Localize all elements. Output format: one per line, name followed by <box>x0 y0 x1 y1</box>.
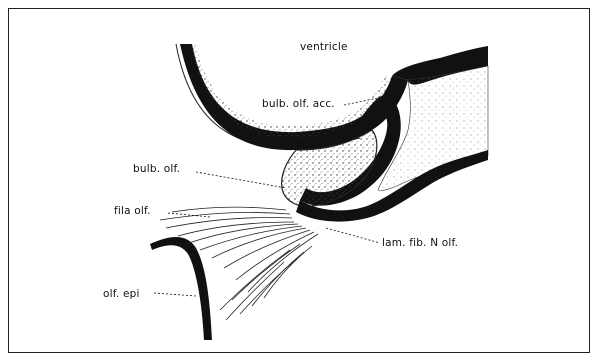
label-bulb-olf: bulb. olf. <box>133 163 180 175</box>
label-olf-epi: olf. epi <box>103 288 140 300</box>
fila-olfactoria-fibers <box>160 207 318 320</box>
label-ventricle: ventricle <box>300 41 348 53</box>
label-lam-fib-n-olf: lam. fib. N olf. <box>382 237 458 249</box>
label-fila-olf: fila olf. <box>114 205 151 217</box>
nasal-wall <box>150 237 212 340</box>
label-bulb-olf-acc: bulb. olf. acc. <box>262 98 335 110</box>
